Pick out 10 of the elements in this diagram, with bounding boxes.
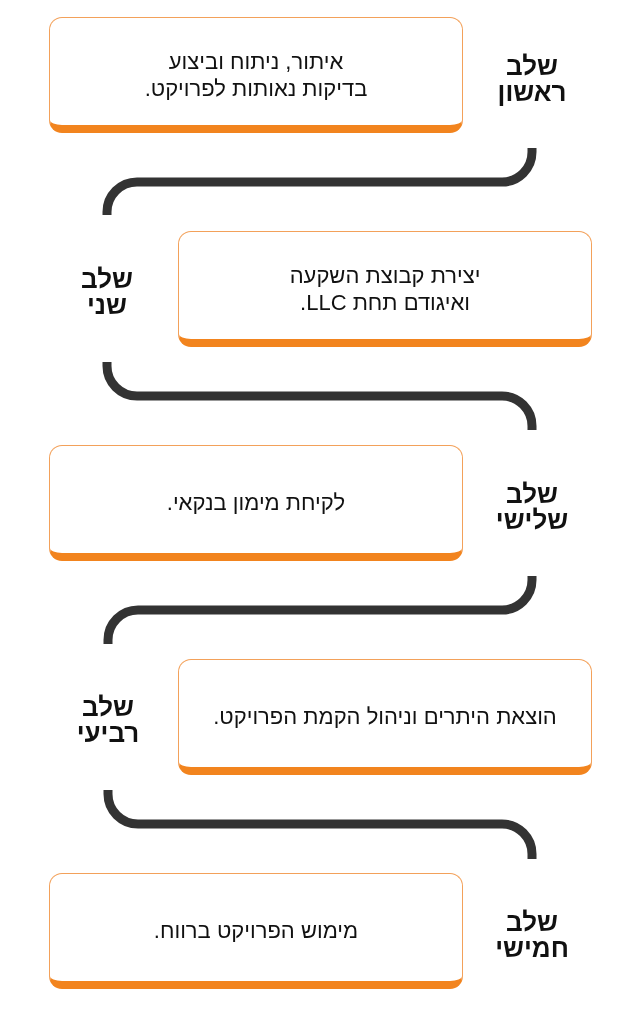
process-box: לקיחת מימון בנקאי.: [49, 445, 463, 561]
stage-label: שלב שלישי: [495, 481, 569, 533]
process-box: הוצאת היתרים וניהול הקמת הפרויקט.: [178, 659, 592, 775]
stage-label: שלב חמישי: [495, 909, 569, 961]
process-box: יצירת קבוצת השקעה ואיגודם תחת LLC.: [178, 231, 592, 347]
stage-label: שלב ראשון: [497, 53, 567, 105]
stage-label: שלב שני: [81, 266, 133, 318]
process-box: מימוש הפרויקט ברווח.: [49, 873, 463, 989]
process-box: איתור, ניתוח וביצוע בדיקות נאותות לפרויקט.: [49, 17, 463, 133]
stage-label: שלב רביעי: [76, 694, 140, 746]
